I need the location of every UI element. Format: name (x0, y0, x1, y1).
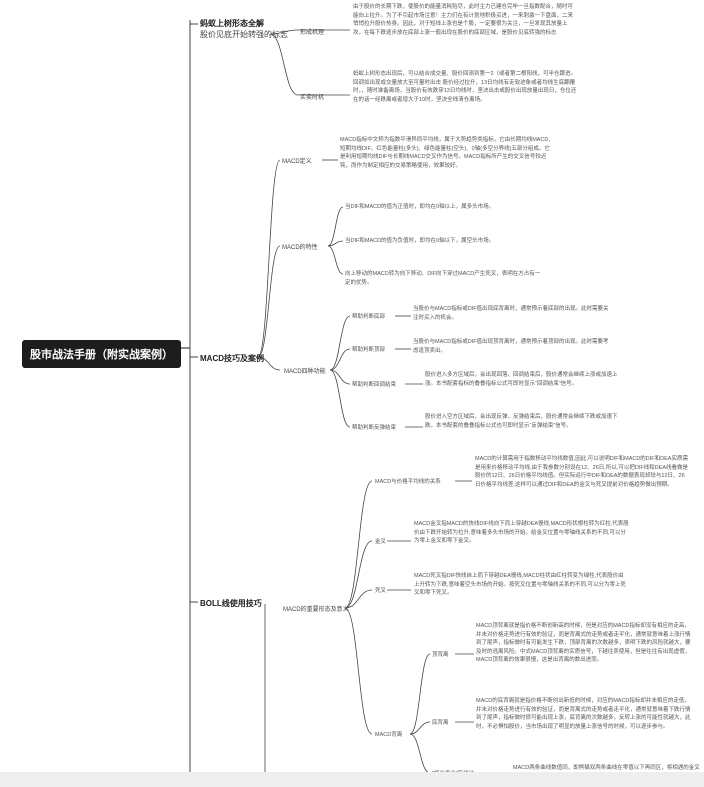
connector-line (344, 607, 373, 735)
candle-mechanism-text: 由于股价的长期下跌，使股价的能量消耗殆尽，此时主力已建仓完毕一旦指数配合，随时可… (353, 4, 574, 36)
macd-four-functions-label[interactable]: MACD四种功能 (284, 369, 326, 375)
macd-function-text: 股价进入多方区域后，会出现回落、回调结束后，股价通常会继续上涨或加速上涨。本书配… (425, 372, 618, 387)
macd-function-text: 股价进入空方区域后，会出现反弹，反弹结束后，股价通常会继续下跌或加速下跌。本书配… (425, 414, 618, 429)
macd-function-label[interactable]: 帮助判断底部 (352, 314, 386, 320)
macd-dead-label[interactable]: 死叉 (375, 588, 387, 594)
connector-line (257, 356, 281, 371)
connector-line (409, 653, 431, 735)
candle-timing-label[interactable]: 买卖时机 (300, 95, 325, 101)
root-node[interactable]: 股市战法手册（附实战案例） (22, 340, 181, 368)
connector-line (327, 245, 344, 275)
macd-definition-label[interactable]: MACD定义 (282, 159, 312, 165)
candle-mechanism-label[interactable]: 形成机理 (300, 30, 325, 36)
macd-golden-label[interactable]: 金叉 (375, 539, 387, 545)
connector-line (329, 369, 351, 428)
macd-function-label[interactable]: 帮助判断顶部 (352, 347, 386, 353)
connector-line (257, 245, 281, 358)
branch-candle-title[interactable]: 蚂蚁上树形态全解 (200, 19, 264, 28)
macd-relation-label[interactable]: MACD与价格平均线的关系 (375, 479, 441, 485)
macd-divergence-label[interactable]: MACD背离 (375, 732, 403, 738)
divergence-top-label[interactable]: 顶背离 (432, 652, 449, 658)
connector-line (257, 159, 281, 358)
branch-candle-subtitle: 股价见底开始转强的标志 (200, 30, 288, 39)
candle-timing-text: 蚂蚁上树形态出现后，可以结合成交量、股价回测到第一2（或者第二根阳线，可半仓跟进… (353, 71, 577, 103)
bottom-scroll-bar[interactable] (0, 772, 704, 787)
divergence-bottom-label[interactable]: 底背离 (432, 720, 449, 726)
macd-feature-item: 向上移动的MACD转为向下移动、DIF向下穿过MACD产生死叉，表明在方占有一定… (345, 271, 541, 286)
macd-relation-text: MACD的计算需用于指数移动平均线数值,因此,可以说明DIF和MACD的DIF和… (475, 456, 688, 488)
connector-line (344, 540, 373, 609)
connector-line (327, 206, 344, 247)
connector-line (329, 348, 351, 371)
connector-line (409, 721, 431, 735)
divergence-bottom-text: MACD的底背离就是指价格不断创出新低的时候，对应的MACD指标却并未相应的走低… (476, 698, 691, 730)
macd-function-label[interactable]: 帮助判断反弹结束 (352, 425, 397, 431)
branch-boll-title[interactable]: BOLL线使用技巧 (200, 599, 262, 608)
connector-line (344, 589, 373, 609)
macd-function-text: 当股价与MACD指标或DIF值出现底背离时，通常预示着底部的出现。此时需要关注时… (413, 306, 609, 321)
macd-forms-label[interactable]: MACD的重要形态及意义 (283, 607, 349, 613)
divergence-top-text: MACD顶背离就是指价格不断创新高的时候，但是对应的MACD指标却没有相应的走高… (476, 623, 691, 664)
connector-line (269, 29, 299, 35)
connector-line (344, 480, 373, 609)
macd-golden-text: MACD金叉指MACD的快线DIF线向下而上穿越DEA慢线,MACD形状根柱转为… (414, 521, 629, 545)
macd-definition-text: MACD指标中文称为指数平滑异同平均线，属于大势趋势类指标，它由长期均线MACD… (340, 137, 554, 169)
branch-macd-title[interactable]: MACD技巧及案例 (200, 354, 264, 363)
connector-line (269, 33, 299, 96)
macd-dead-text: MACD死叉指DIF快线自上而下穿越DEA慢线,MACD柱状由红柱转变为绿柱,代… (414, 573, 627, 597)
macd-feature-item: 当DIF和MACD的值为正值时，即均在0轴以上，属多头市场。 (345, 204, 495, 210)
connector-line (329, 315, 351, 371)
connector-line (329, 369, 351, 385)
macd-features-label[interactable]: MACD的特性 (282, 245, 318, 251)
macd-function-text: 当股价与MACD指标或DIF值出现顶背离时，通常预示着顶部的出现。此时需要考虑逢… (413, 339, 609, 354)
connector-line (327, 240, 344, 247)
macd-feature-item: 当DIF和MACD的值为负值时，即均在0轴以下，属空头市场。 (345, 238, 495, 244)
connector-line (409, 733, 431, 774)
macd-function-label[interactable]: 帮助判断回调结束 (352, 382, 397, 388)
